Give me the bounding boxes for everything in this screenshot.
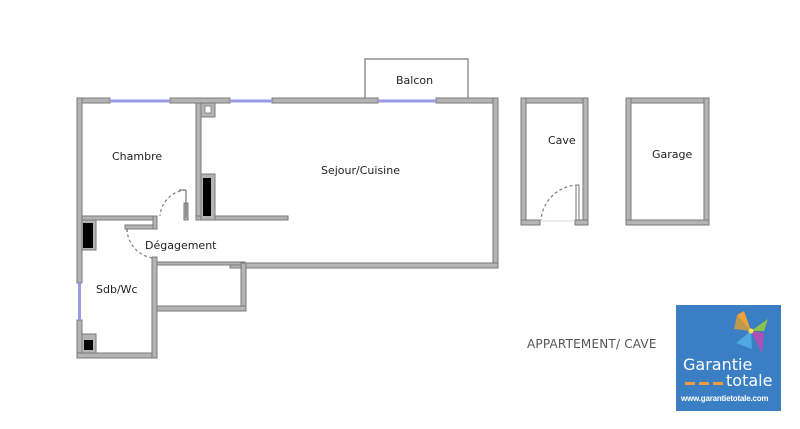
- doors: [126, 189, 187, 259]
- room-label-cave: Cave: [548, 134, 576, 147]
- balcony-outline: [364, 58, 469, 101]
- room-label-balcon: Balcon: [396, 74, 434, 87]
- garantie-totale-logo: Garantie totale www.garantietotale.com: [676, 305, 781, 411]
- apartment-walls: [76, 97, 499, 359]
- logo-url: www.garantietotale.com: [681, 394, 769, 403]
- logo-title: Garantie: [683, 355, 753, 374]
- room-label-garage: Garage: [652, 148, 693, 161]
- logo-subtitle: totale: [726, 371, 773, 390]
- windows: [78, 99, 436, 320]
- plan-caption: APPARTEMENT/ CAVE: [527, 337, 657, 351]
- logo-dash-accent: [685, 382, 725, 385]
- garage-walls: [625, 97, 710, 226]
- room-label-sejour: Sejour/Cuisine: [321, 164, 400, 177]
- pinwheel-icon: [734, 311, 768, 353]
- room-label-sdb: Sdb/Wc: [96, 283, 138, 296]
- room-label-degagement: Dégagement: [145, 239, 217, 252]
- room-label-chambre: Chambre: [112, 150, 163, 163]
- cave-walls: [520, 97, 589, 226]
- ducts: [83, 178, 211, 350]
